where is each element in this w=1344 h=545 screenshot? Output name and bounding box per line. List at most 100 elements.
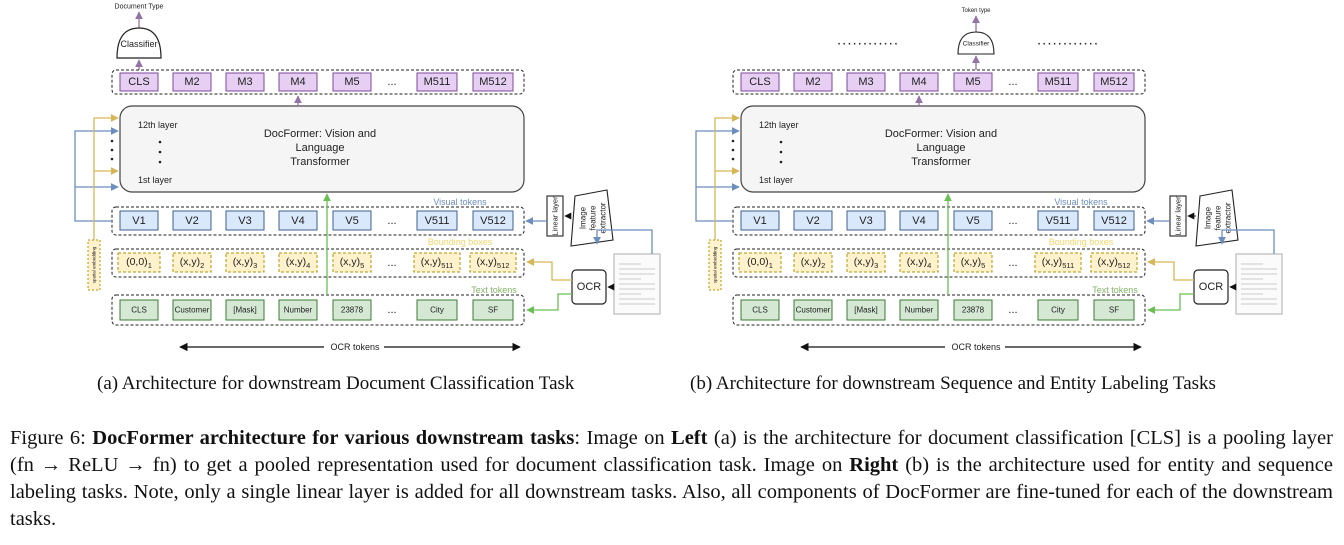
output-token-label: M4 xyxy=(290,76,305,88)
text-token-box xyxy=(416,299,458,321)
text-token-label: City xyxy=(1051,306,1065,315)
text-token-label: SF xyxy=(488,306,498,315)
linear-layer-box xyxy=(546,195,564,237)
bbox-ellipsis: ... xyxy=(387,257,396,269)
text-tokens-label: Text tokens xyxy=(471,285,517,295)
bbox-token-label-subscript: 5 xyxy=(981,261,985,270)
skip-dot xyxy=(731,139,735,143)
text-token-box xyxy=(846,299,886,321)
arrow-ocr-to-text xyxy=(526,293,572,314)
arrow-document-to-extractor xyxy=(1218,229,1275,254)
bbox-token-label: (0,0)1 xyxy=(126,256,152,270)
bbox-ellipsis: ... xyxy=(1008,257,1017,269)
text-token-box xyxy=(899,299,939,321)
transformer-title-line: Transformer xyxy=(290,156,350,168)
layer-top-label: 12th layer xyxy=(759,120,799,130)
subcaption-b: (b) Architecture for downstream Sequence… xyxy=(690,373,1216,394)
bbox-token-label-subscript: 512 xyxy=(1118,261,1131,270)
bbox-token-label: (x,y)511 xyxy=(421,256,453,270)
bbox-token-label-main: (x,y) xyxy=(1042,256,1062,268)
bbox-token-label-subscript: 5 xyxy=(360,261,364,270)
caption-prefix: Figure 6: xyxy=(10,427,93,449)
bbox-token-label-main: (x,y) xyxy=(233,256,253,268)
visual-token-label: V511 xyxy=(425,215,450,227)
bbox-token-box xyxy=(846,252,886,273)
caption-part2: (a) is the architecture for document cla… xyxy=(10,427,1333,476)
layer-dot xyxy=(779,140,783,144)
skip-dot xyxy=(731,157,735,161)
visual-token-label: V3 xyxy=(238,215,251,227)
bbox-token-label-main: (x,y) xyxy=(340,256,360,268)
ocr-label: OCR xyxy=(1199,281,1224,293)
output-token-label: M4 xyxy=(911,76,926,88)
text-token-box xyxy=(1093,299,1135,321)
text-token-label: Customer xyxy=(175,306,210,315)
bbox-token-box xyxy=(899,252,939,273)
visual-tokens-label: Visual tokens xyxy=(1054,197,1108,207)
ocr-tokens-label-bg xyxy=(945,340,1005,354)
text-token-box xyxy=(332,299,372,321)
output-ellipsis: ... xyxy=(1008,76,1017,88)
image-extractor-shape xyxy=(1195,189,1239,247)
text-token-label: 23878 xyxy=(341,306,364,315)
output-token-label: M5 xyxy=(965,76,980,88)
visual-ellipsis: ... xyxy=(387,215,396,227)
linear-layer-box xyxy=(1169,195,1187,237)
image-extractor-label: extractor xyxy=(1224,202,1233,233)
figure-caption: Figure 6: DocFormer architecture for var… xyxy=(10,425,1333,533)
visual-token-box xyxy=(332,210,372,231)
output-token-box xyxy=(332,72,372,92)
output-token-label: M512 xyxy=(1100,76,1128,88)
image-extractor-label: Image xyxy=(1204,206,1213,229)
bbox-token-label-main: (0,0) xyxy=(747,256,769,268)
bbox-token-label-subscript: 3 xyxy=(253,261,257,270)
spatial-embedding-label: spatial embedding xyxy=(713,246,718,283)
bounding-boxes-label: Bounding boxes xyxy=(428,237,493,247)
text-token-box xyxy=(472,299,514,321)
ocr-label: OCR xyxy=(577,281,602,293)
visual-token-label: V2 xyxy=(806,215,819,227)
text-token-label: City xyxy=(430,306,444,315)
text-token-box xyxy=(225,299,265,321)
skip-dot xyxy=(110,148,114,152)
classifier-shape xyxy=(116,27,162,59)
text-token-label: Number xyxy=(284,306,313,315)
bbox-token-label: (x,y)3 xyxy=(233,256,258,270)
caption-left-word: Left xyxy=(671,427,708,449)
bbox-token-label-subscript: 511 xyxy=(1062,261,1074,270)
bbox-token-label-subscript: 511 xyxy=(441,261,453,270)
bbox-token-label-subscript: 1 xyxy=(148,261,152,270)
arrow-ocr-to-text xyxy=(1147,293,1194,314)
visual-token-box xyxy=(225,210,265,231)
layer-dot xyxy=(158,150,162,154)
bbox-token-label-subscript: 2 xyxy=(821,261,825,270)
ocr-box xyxy=(1193,269,1229,305)
text-token-label: [Mask] xyxy=(854,306,878,315)
visual-skip-arrow-top xyxy=(74,127,119,222)
bbox-token-box xyxy=(413,252,461,273)
bbox-token-label-main: (x,y) xyxy=(961,256,981,268)
output-token-box xyxy=(793,72,833,92)
bbox-token-label: (x,y)511 xyxy=(1042,256,1074,270)
text-row-frame xyxy=(111,294,525,326)
bbox-token-box xyxy=(278,252,318,273)
bbox-token-label-subscript: 1 xyxy=(769,261,773,270)
output-ellipsis: ... xyxy=(387,76,396,88)
visual-token-box xyxy=(740,210,780,231)
caption-part1: : Image on xyxy=(574,427,672,449)
visual-token-label: V512 xyxy=(1101,215,1127,227)
layer-dot xyxy=(779,150,783,154)
bbox-token-box xyxy=(172,252,212,273)
bbox-token-box xyxy=(738,252,782,273)
skip-dot xyxy=(731,148,735,152)
visual-token-box xyxy=(278,210,318,231)
visual-ellipsis: ... xyxy=(1008,215,1017,227)
output-token-label: M2 xyxy=(184,76,199,88)
bbox-token-label-subscript: 4 xyxy=(927,261,931,270)
panel-b: Token typeClassifier....................… xyxy=(695,8,1283,354)
ocr-box xyxy=(571,269,607,305)
image-extractor-label: extractor xyxy=(599,202,608,233)
